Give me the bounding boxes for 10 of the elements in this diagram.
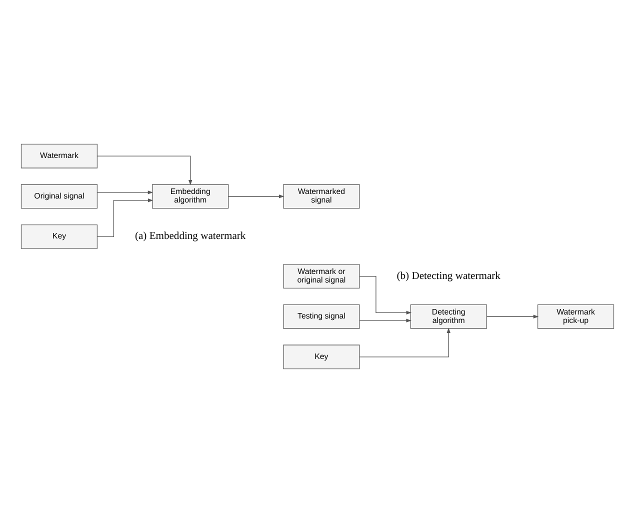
arrow: [359, 328, 450, 358]
arrow: [359, 318, 412, 322]
arrow: [97, 198, 154, 238]
arrow: [97, 190, 154, 194]
arrow: [228, 194, 284, 198]
arrow: [359, 276, 412, 314]
label: (a) Embedding watermark: [134, 231, 246, 242]
arrow: [486, 314, 539, 318]
arrow: [97, 156, 192, 186]
label: (b) Detecting watermark: [396, 270, 500, 282]
